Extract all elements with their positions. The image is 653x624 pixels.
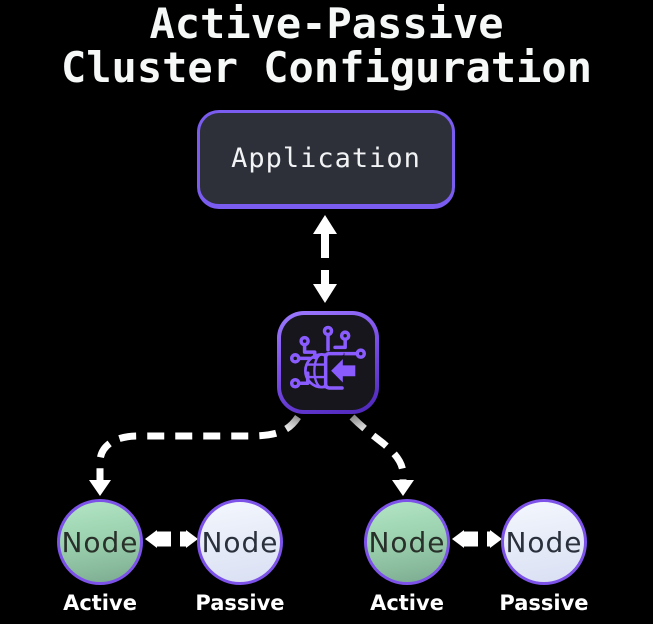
node-passive-1: Node <box>197 499 283 585</box>
arrow-network-to-left-pair <box>89 414 301 496</box>
node-status-label: Passive <box>499 591 589 615</box>
application-label: Application <box>231 143 421 174</box>
title-line-1: Active-Passive <box>149 0 504 48</box>
network-icon-tile-inner <box>281 315 375 410</box>
replication-arrow-left-pair <box>145 530 198 548</box>
node-label: Node <box>368 525 446 559</box>
node-passive-2: Node <box>501 499 587 585</box>
node-label: Node <box>61 525 139 559</box>
replication-arrow-right-pair <box>452 530 502 548</box>
node-label: Node <box>505 525 583 559</box>
circuit-globe-network-icon <box>289 325 367 390</box>
node-status-label: Active <box>63 591 137 615</box>
arrow-app-to-network <box>313 215 337 303</box>
title-line-2: Cluster Configuration <box>60 43 592 92</box>
node-label: Node <box>201 525 279 559</box>
node-status-label: Active <box>370 591 444 615</box>
node-status-label: Passive <box>195 591 285 615</box>
node-active-2: Node <box>364 499 450 585</box>
arrow-network-to-right-pair <box>349 414 414 496</box>
network-icon-tile <box>277 311 379 414</box>
node-active-1: Node <box>57 499 143 585</box>
diagram-title: Active-Passive Cluster Configuration <box>0 2 653 90</box>
application-box: Application <box>197 110 455 209</box>
